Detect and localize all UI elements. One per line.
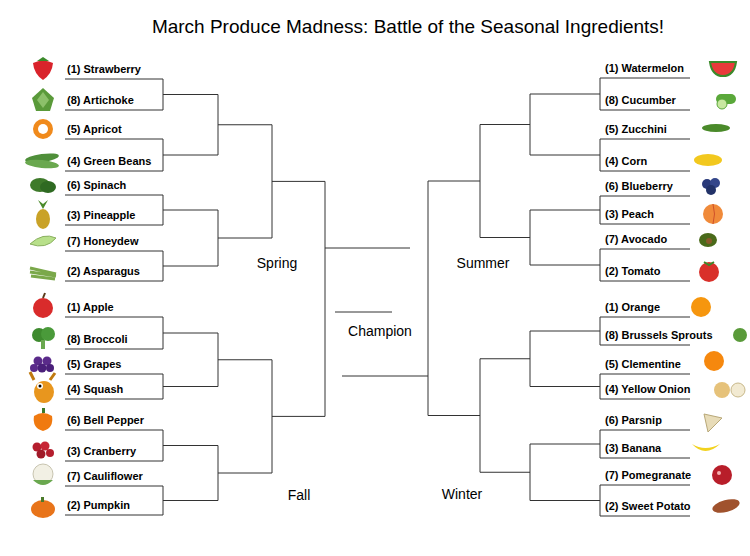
seed-entry: (4) Corn — [605, 154, 647, 168]
seed-entry: (3) Banana — [605, 441, 661, 455]
seed-entry: (2) Asparagus — [67, 264, 140, 278]
seed-entry: (6) Parsnip — [605, 413, 662, 427]
region-label: Fall — [288, 487, 311, 503]
region-label: Summer — [457, 255, 510, 271]
seed-entry: (4) Yellow Onion — [605, 382, 690, 396]
seed-entry: (1) Apple — [67, 300, 114, 314]
seed-entry: (2) Sweet Potato — [605, 499, 691, 513]
seed-entry: (2) Pumpkin — [67, 498, 130, 512]
seed-entry: (1) Orange — [605, 300, 660, 314]
seed-entry: (3) Peach — [605, 207, 654, 221]
seed-entry: (2) Tomato — [605, 264, 660, 278]
seed-entry: (6) Spinach — [67, 178, 126, 192]
champion-label: Champion — [348, 323, 412, 339]
seed-entry: (6) Bell Pepper — [67, 413, 144, 427]
seed-entry: (7) Cauliflower — [67, 469, 143, 483]
seed-entry: (8) Cucumber — [605, 93, 676, 107]
seed-entry: (4) Squash — [67, 382, 123, 396]
seed-entry: (7) Pomegranate — [605, 468, 691, 482]
seed-entry: (3) Cranberry — [67, 444, 136, 458]
seed-entry: (8) Artichoke — [67, 93, 134, 107]
produce-icons — [25, 57, 747, 518]
seed-entry: (8) Brussels Sprouts — [605, 328, 713, 342]
seed-entry: (7) Avocado — [605, 232, 667, 246]
seed-entry: (5) Zucchini — [605, 122, 667, 136]
seed-entry: (4) Green Beans — [67, 154, 151, 168]
chart-title: March Produce Madness: Battle of the Sea… — [152, 16, 664, 38]
seed-entry: (6) Blueberry — [605, 179, 673, 193]
seed-entry: (1) Watermelon — [605, 61, 684, 75]
seed-entry: (1) Strawberry — [67, 62, 141, 76]
seed-entry: (8) Broccoli — [67, 332, 128, 346]
region-label: Spring — [257, 255, 297, 271]
seed-entry: (5) Apricot — [67, 122, 122, 136]
region-label: Winter — [442, 486, 482, 502]
seed-entry: (7) Honeydew — [67, 234, 139, 248]
seed-entry: (5) Grapes — [67, 357, 121, 371]
bracket-lines — [65, 78, 690, 516]
seed-entry: (5) Clementine — [605, 357, 681, 371]
seed-entry: (3) Pineapple — [67, 208, 135, 222]
